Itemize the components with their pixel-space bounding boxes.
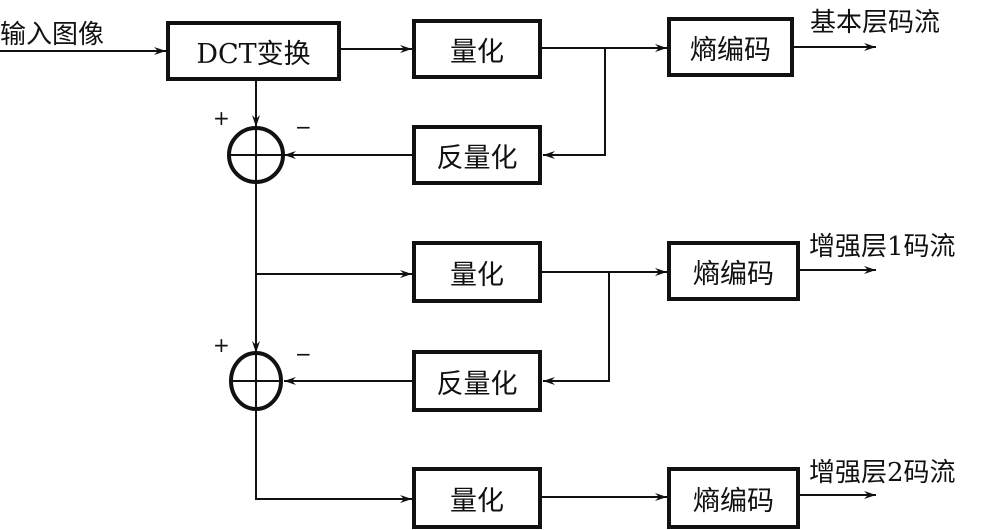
plus-sign-1: + [213, 106, 230, 130]
entropy1-block: 熵编码 [667, 17, 794, 77]
quant1-block: 量化 [412, 19, 542, 79]
output-base-label: 基本层码流 [810, 8, 941, 38]
output-enh2-label: 增强层2码流 [809, 458, 956, 488]
entropy2-block: 熵编码 [667, 241, 800, 301]
input-label: 输入图像 [0, 20, 105, 50]
output-enh1-label: 增强层1码流 [809, 232, 956, 262]
dct-block: DCT变换 [166, 21, 341, 81]
plus-sign-2: + [213, 333, 230, 357]
arrow-sum2-to-quant3 [255, 409, 412, 503]
minus-sign-2: − [295, 342, 312, 366]
arrow-quant1-to-dequant1 [543, 48, 606, 159]
dequant2-block: 反量化 [412, 350, 542, 412]
dequant1-block: 反量化 [412, 125, 542, 185]
arrow-quant2-to-dequant2 [543, 272, 610, 385]
quant3-block: 量化 [412, 467, 542, 529]
entropy3-block: 熵编码 [667, 467, 800, 529]
minus-sign-1: − [295, 115, 312, 139]
quant2-block: 量化 [412, 241, 542, 303]
